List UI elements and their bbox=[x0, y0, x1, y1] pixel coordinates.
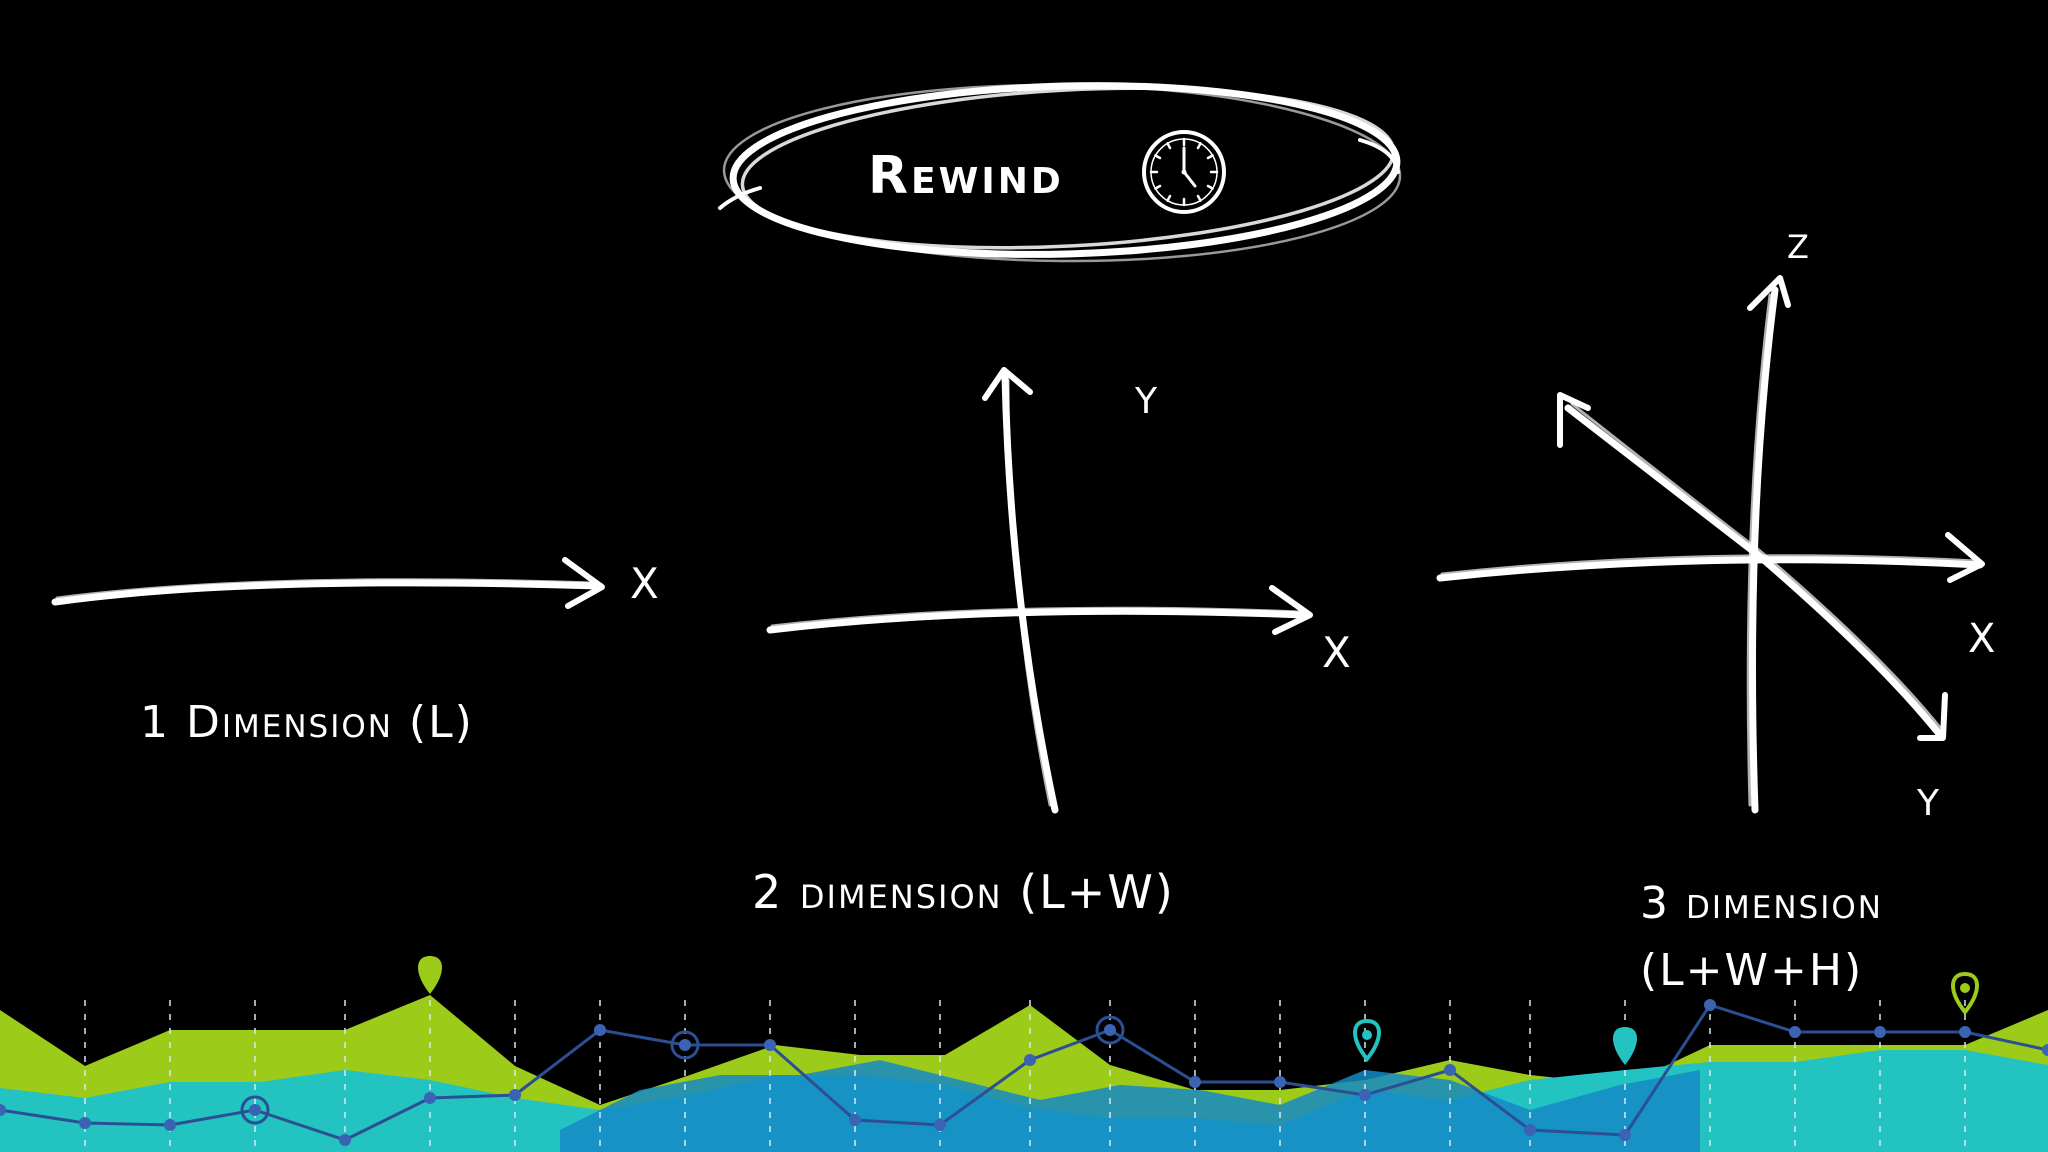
wave-data-dot bbox=[509, 1089, 521, 1101]
wave-ring-marker bbox=[670, 1030, 700, 1060]
wave-data-dot bbox=[164, 1119, 176, 1131]
one-d-diagram: X 1 Dimension (L) bbox=[51, 557, 659, 748]
wave-data-dot bbox=[1959, 1026, 1971, 1038]
map-pin-icon bbox=[1353, 1018, 1381, 1063]
three-d-caption-line1: 3 dimension bbox=[1640, 878, 1883, 929]
chalk-oval bbox=[718, 82, 1402, 263]
map-pin-dot bbox=[1362, 1030, 1372, 1040]
y-axis-arrow bbox=[982, 367, 1059, 814]
map-pin-icon bbox=[418, 956, 442, 994]
two-d-diagram: X Y 2 dimension (L+W) bbox=[752, 367, 1351, 919]
wave-data-dot bbox=[1444, 1064, 1456, 1076]
wave-data-dot bbox=[934, 1119, 946, 1131]
clock-icon bbox=[1142, 130, 1226, 214]
x-axis-arrow bbox=[51, 557, 605, 609]
y-axis-arrow bbox=[1557, 392, 1948, 741]
map-pin-icon bbox=[1613, 1027, 1637, 1065]
wave-data-dot bbox=[1274, 1076, 1286, 1088]
y-axis-label: Y bbox=[1134, 381, 1158, 422]
wave-data-dot bbox=[249, 1104, 261, 1116]
three-d-caption-line2: (L+W+H) bbox=[1640, 945, 1863, 996]
wave-data-dot bbox=[1789, 1026, 1801, 1038]
wave-data-dot bbox=[2042, 1044, 2048, 1056]
map-pin-icon bbox=[1951, 971, 1979, 1016]
x-axis-label: X bbox=[630, 559, 659, 608]
wave-data-dot bbox=[0, 1104, 6, 1116]
wave-data-dot bbox=[79, 1117, 91, 1129]
wave-ring-marker bbox=[240, 1095, 270, 1125]
map-pin-dot bbox=[1960, 983, 1970, 993]
wave-data-dot bbox=[764, 1039, 776, 1051]
wave-data-dot bbox=[594, 1024, 606, 1036]
wave-data-dot bbox=[1619, 1129, 1631, 1141]
wave-data-dot bbox=[1359, 1089, 1371, 1101]
wave-data-dot bbox=[424, 1092, 436, 1104]
y-axis-label: Y bbox=[1916, 783, 1940, 824]
x-axis-arrow bbox=[1436, 532, 1985, 583]
wave-data-dot bbox=[1189, 1076, 1201, 1088]
z-axis-label: Z bbox=[1787, 228, 1809, 266]
two-d-caption: 2 dimension (L+W) bbox=[752, 865, 1175, 919]
wave-ring-marker bbox=[1095, 1015, 1125, 1045]
wave-data-dot bbox=[1104, 1024, 1116, 1036]
title-badge: Rewind bbox=[718, 82, 1402, 263]
z-axis-arrow bbox=[1746, 275, 1791, 814]
wave-data-dot bbox=[1024, 1054, 1036, 1066]
decorative-wave-footer bbox=[0, 956, 2048, 1152]
wave-blue-area bbox=[560, 1060, 1700, 1152]
wave-data-dot bbox=[339, 1134, 351, 1146]
wave-data-dot bbox=[679, 1039, 691, 1051]
wave-data-dot bbox=[1524, 1124, 1536, 1136]
wave-data-dot bbox=[1704, 999, 1716, 1011]
x-axis-label: X bbox=[1322, 628, 1351, 677]
one-d-caption: 1 Dimension (L) bbox=[140, 697, 474, 748]
x-axis-label: X bbox=[1968, 616, 1995, 662]
wave-data-dot bbox=[849, 1114, 861, 1126]
wave-data-dot bbox=[1874, 1026, 1886, 1038]
title-text: Rewind bbox=[868, 146, 1064, 206]
three-d-diagram: Z X Y 3 dimension (L+W+H) bbox=[1436, 228, 1995, 996]
